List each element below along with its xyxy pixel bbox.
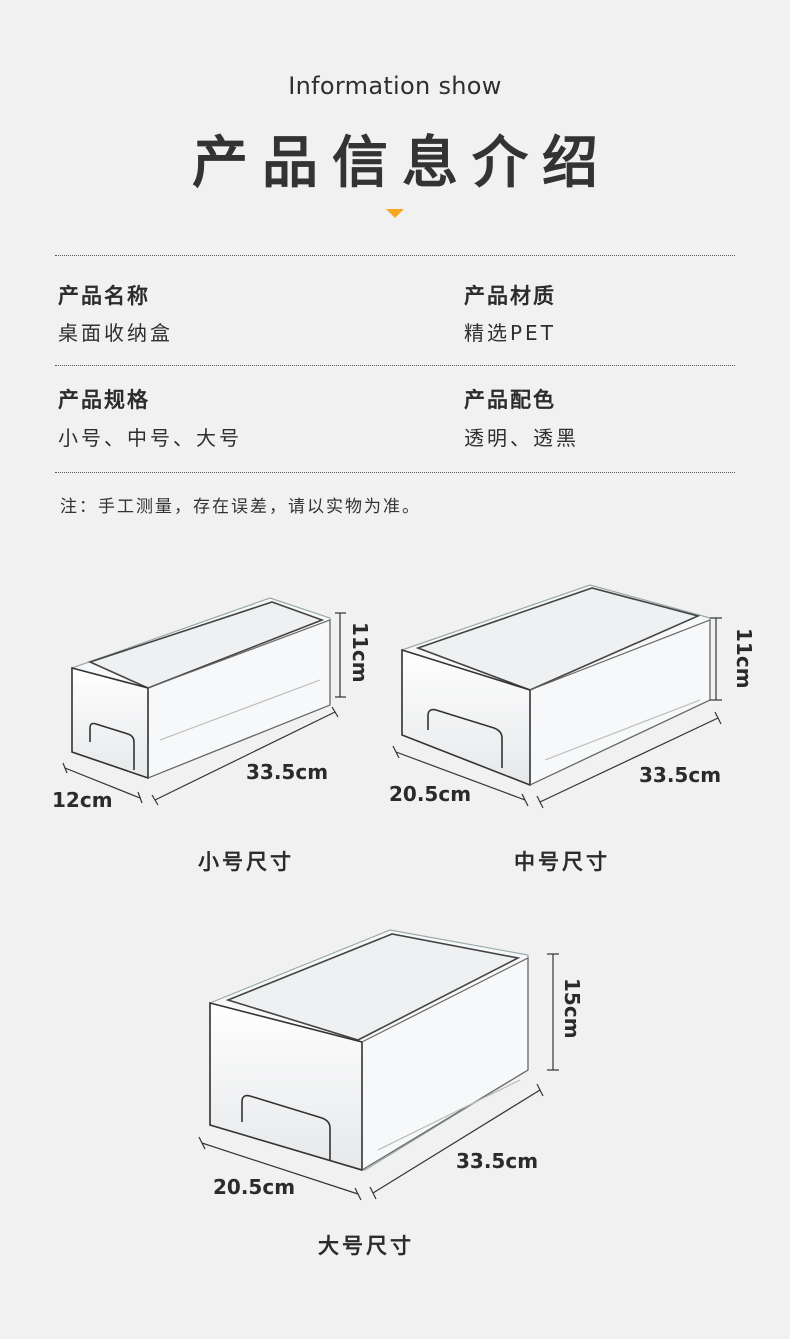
small-box-image bbox=[71, 597, 331, 780]
section-subtitle: Information show bbox=[288, 72, 502, 100]
large-width-label: 20.5cm bbox=[213, 1175, 296, 1199]
small-width-label: 12cm bbox=[52, 788, 113, 812]
large-height-label: 15cm bbox=[560, 978, 584, 1039]
small-length-label: 33.5cm bbox=[246, 760, 329, 784]
chevron-down-icon bbox=[386, 209, 404, 218]
divider bbox=[55, 472, 735, 473]
small-size-caption: 小号尺寸 bbox=[198, 850, 294, 874]
medium-length-label: 33.5cm bbox=[639, 763, 722, 787]
medium-size-caption: 中号尺寸 bbox=[514, 850, 610, 874]
page-title: 产品信息介绍 bbox=[192, 131, 612, 196]
spec-label-name: 产品名称 bbox=[58, 284, 150, 308]
divider bbox=[55, 365, 735, 366]
large-box-dimension-lines bbox=[198, 953, 559, 1201]
large-length-label: 33.5cm bbox=[456, 1149, 539, 1173]
spec-label-color: 产品配色 bbox=[464, 388, 556, 412]
spec-label-material: 产品材质 bbox=[464, 284, 556, 308]
spec-label-size: 产品规格 bbox=[58, 388, 150, 412]
divider bbox=[55, 255, 735, 256]
small-height-label: 11cm bbox=[348, 622, 372, 683]
medium-width-label: 20.5cm bbox=[389, 782, 472, 806]
spec-value-color: 透明、透黑 bbox=[464, 426, 579, 450]
small-box-dimension-lines bbox=[62, 612, 346, 806]
large-box-image bbox=[209, 929, 529, 1172]
large-size-caption: 大号尺寸 bbox=[318, 1234, 414, 1258]
measurement-note: 注：手工测量，存在误差，请以实物为准。 bbox=[60, 497, 421, 517]
medium-height-label: 11cm bbox=[732, 628, 756, 689]
medium-box-image bbox=[401, 584, 711, 787]
spec-value-material: 精选PET bbox=[464, 321, 556, 345]
spec-value-size: 小号、中号、大号 bbox=[58, 426, 242, 450]
spec-value-name: 桌面收纳盒 bbox=[58, 321, 173, 345]
medium-box-dimension-lines bbox=[392, 617, 722, 809]
